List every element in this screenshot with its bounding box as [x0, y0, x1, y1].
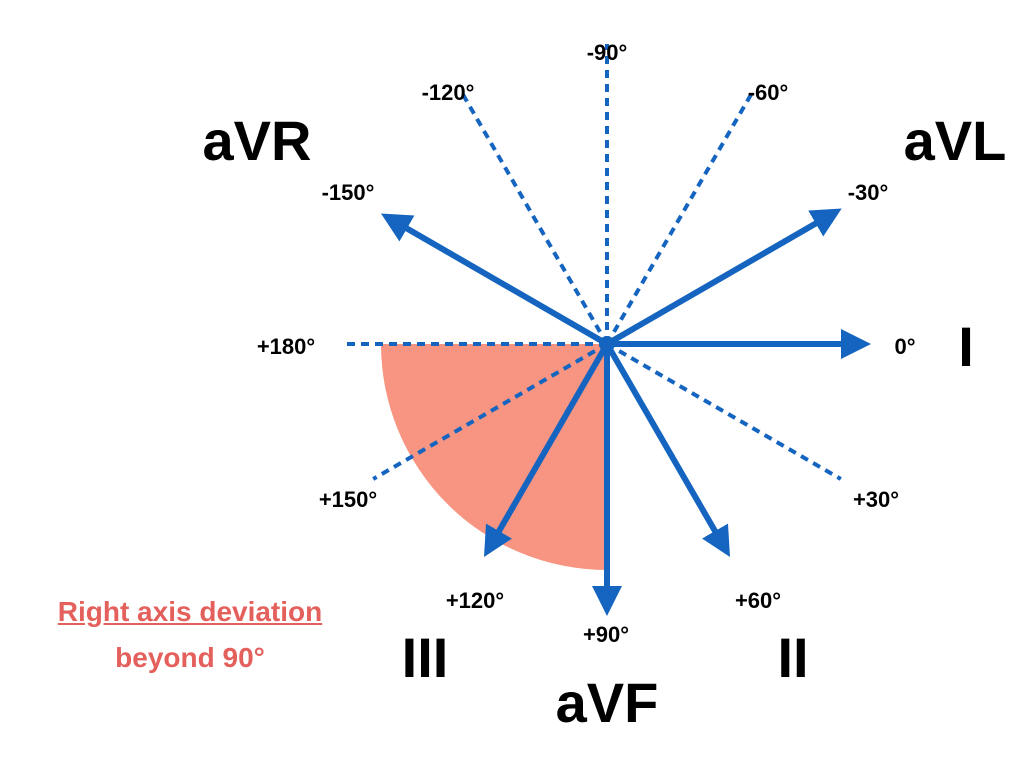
angle-label-plus-60: +60° — [735, 588, 781, 613]
lead-axis-minus-150 — [380, 213, 609, 347]
dashed-axis-30 — [605, 342, 842, 481]
dashed-axis-150 — [372, 342, 608, 481]
lead-axis-60 — [604, 342, 731, 558]
angle-label-plus-30: +30° — [853, 487, 899, 512]
angle-label-0: 0° — [894, 334, 915, 359]
lead-label-ii: II — [777, 626, 808, 689]
angle-label-minus-90: -90° — [587, 40, 628, 65]
right-axis-deviation-sector — [381, 344, 607, 570]
angle-label-minus-120: -120° — [422, 80, 475, 105]
angle-label-plus-90: +90° — [583, 622, 629, 647]
angle-label-plus-180: +180° — [257, 334, 315, 359]
dashed-axis-minus-60 — [605, 91, 754, 345]
lead-label-i: I — [958, 315, 974, 378]
angle-label-minus-30: -30° — [848, 180, 889, 205]
lead-label-iii: III — [402, 626, 449, 689]
lead-label-avf: aVF — [556, 671, 659, 734]
lead-axes — [380, 208, 871, 616]
dashed-reference-axes — [341, 44, 842, 481]
angle-label-plus-150: +150° — [319, 487, 377, 512]
lead-axis-minus-30 — [605, 208, 842, 347]
caption-title: Right axis deviation — [57, 596, 323, 627]
lead-label-avr: aVR — [203, 109, 312, 172]
rad-sector-wedge — [381, 344, 607, 570]
angle-label-minus-150: -150° — [322, 180, 375, 205]
angle-label-plus-120: +120° — [446, 588, 504, 613]
dashed-axis-minus-120 — [460, 91, 609, 345]
lead-label-avl: aVL — [904, 109, 1007, 172]
lead-axis-120 — [483, 342, 610, 558]
caption-subtitle: beyond 90° — [115, 642, 265, 673]
angle-label-minus-60: -60° — [748, 80, 789, 105]
